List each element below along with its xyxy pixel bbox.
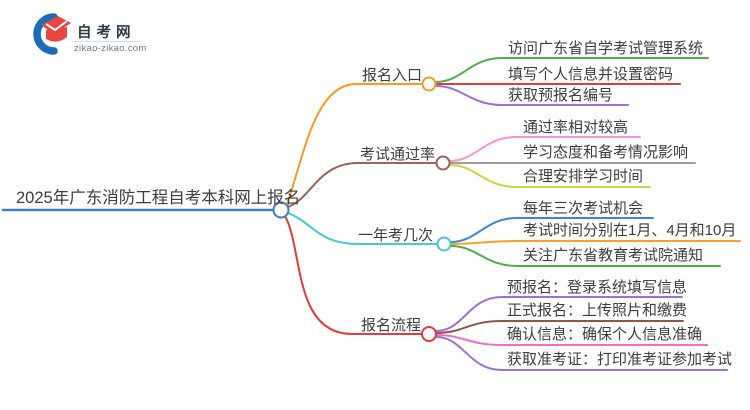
- child-line: [435, 334, 708, 346]
- child-label: 访问广东省自学考试管理系统: [508, 40, 704, 57]
- child-line: [450, 240, 741, 245]
- site-logo: 自考网 zikao-zikao.com: [14, 8, 174, 60]
- child-line: [435, 57, 709, 83]
- branch-node-circle: [421, 326, 437, 342]
- logo-cap-base: [46, 27, 67, 42]
- child-label: 获取预报名编号: [508, 87, 614, 104]
- branch-line-signup-entry: [286, 83, 423, 205]
- branch-node-circle: [436, 236, 452, 252]
- branch-label-exam-frequency: 一年考几次: [358, 227, 434, 244]
- child-line: [435, 320, 684, 334]
- graduation-cap-icon: [33, 13, 71, 55]
- child-label: 获取准考证：打印准考证参加考试: [507, 351, 733, 368]
- child-line: [449, 136, 641, 162]
- child-label: 正式报名：上传照片和缴费: [507, 302, 688, 319]
- branch-label-signup-entry: 报名入口: [362, 67, 423, 84]
- child-label: 填写个人信息并设置密码: [508, 66, 674, 83]
- logo-crescent: [33, 13, 58, 55]
- child-label: 每年三次考试机会: [523, 200, 644, 217]
- branch-label-signup-process: 报名流程: [361, 317, 422, 334]
- child-line: [450, 217, 654, 243]
- child-label: 确认信息：确保个人信息准确: [507, 326, 703, 343]
- root-node-circle: [272, 201, 290, 219]
- site-domain: zikao-zikao.com: [74, 43, 147, 54]
- branch-label-pass-rate: 考试通过率: [360, 146, 436, 163]
- branch-line-pass-rate: [287, 162, 437, 208]
- child-label: 学习态度和备考情况影响: [523, 144, 689, 161]
- branch-line-exam-frequency: [287, 212, 438, 245]
- root-topic: 2025年广东消防工程自考本科网上报名: [16, 189, 301, 207]
- logo-divider: [74, 41, 140, 42]
- logo-cap-crease: [45, 20, 68, 32]
- child-label: 预报名：登录系统填写信息: [507, 279, 688, 296]
- child-line: [450, 245, 721, 267]
- child-line: [435, 336, 728, 371]
- child-line: [435, 296, 683, 332]
- child-line: [435, 85, 629, 106]
- branch-node-circle: [435, 155, 451, 171]
- logo-cap-top: [41, 16, 71, 34]
- child-label: 合理安排学习时间: [523, 168, 644, 185]
- child-line: [449, 164, 651, 188]
- branch-line-signup-process: [284, 215, 423, 335]
- child-label: 通过率相对较高: [523, 119, 629, 136]
- site-name: 自考网: [77, 25, 136, 41]
- child-label: 关注广东省教育考试院通知: [523, 247, 704, 264]
- child-label: 考试时间分别在1月、4月和10月: [523, 222, 737, 239]
- branch-node-circle: [421, 76, 437, 92]
